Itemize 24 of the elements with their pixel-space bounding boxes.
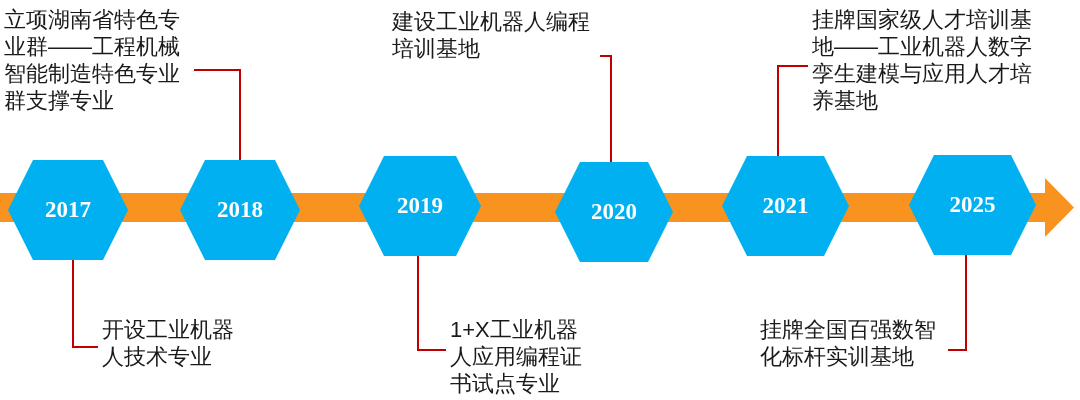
year-hexagon: [909, 155, 1036, 255]
year-label: 2020: [591, 199, 637, 225]
year-label: 2025: [949, 192, 996, 218]
year-hexagon: [359, 156, 481, 256]
leader-line: [417, 255, 447, 351]
leader-line: [72, 259, 99, 348]
milestone-text: 挂牌全国百强数智化标杆实训基地: [760, 316, 944, 370]
leader-line: [599, 55, 612, 163]
leader-line: [947, 254, 967, 351]
milestone-text: 1+X工业机器人应用编程证书试点专业: [450, 316, 590, 397]
leader-line: [777, 65, 809, 157]
year-label: 2019: [397, 193, 443, 219]
milestone-text: 挂牌国家级人才培训基地——工业机器人数字孪生建模与应用人才培养基地: [812, 6, 1040, 114]
milestone-text: 建设工业机器人编程培训基地: [392, 8, 596, 62]
year-label: 2021: [762, 193, 809, 219]
year-hexagon: [722, 156, 849, 256]
year-label: 2018: [217, 197, 263, 223]
year-hexagon: [180, 160, 300, 260]
year-hexagon: [8, 160, 128, 260]
year-hexagon: [555, 162, 673, 262]
milestone-text: 开设工业机器人技术专业: [102, 316, 242, 370]
milestone-text: 立项湖南省特色专业群——工程机械智能制造特色专业群支撑专业: [4, 6, 190, 114]
year-label: 2017: [45, 197, 91, 223]
leader-line: [193, 69, 241, 161]
